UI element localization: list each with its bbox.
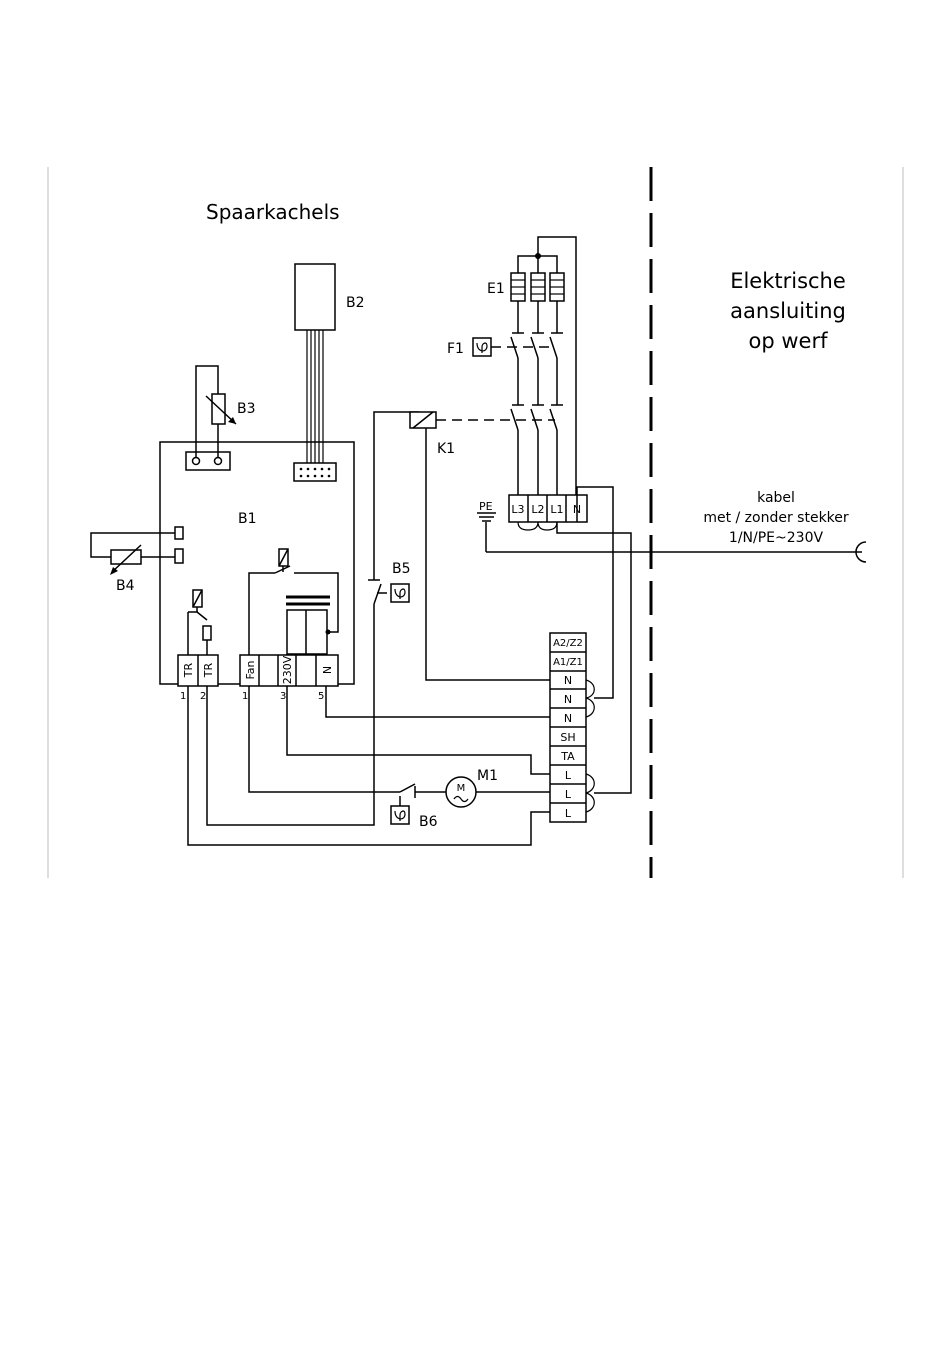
- mains-terminal-l3: L3: [511, 503, 524, 516]
- terminal-label-n: N: [321, 666, 334, 674]
- label-b5: B5: [392, 561, 411, 577]
- side-heading-line-1: Elektrische: [730, 269, 846, 293]
- diagram-title: Spaarkachels: [206, 200, 340, 224]
- strip-terminal-ta: TA: [560, 750, 575, 763]
- label-b4: B4: [116, 578, 135, 594]
- strip-terminal-n-2: N: [564, 693, 572, 706]
- sensor-b3-resistor: [212, 394, 225, 424]
- tr-relay-resistor: [203, 626, 211, 640]
- strip-terminal-n-3: N: [564, 712, 572, 725]
- strip-terminal-l-3: L: [565, 807, 572, 820]
- terminal-number-fan: 1: [242, 691, 248, 702]
- side-heading-line-2: aansluiting: [730, 299, 846, 323]
- sensor-b4-pin-bottom: [175, 549, 183, 563]
- terminal-label-fan: Fan: [244, 660, 257, 679]
- mains-terminal-l1: L1: [550, 503, 563, 516]
- heating-element-3: [550, 273, 564, 301]
- label-b3: B3: [237, 401, 256, 417]
- terminal-strip: A2/Z2 A1/Z1 N N N SH TA L L L: [550, 633, 594, 822]
- heating-element-1: [511, 273, 525, 301]
- strip-terminal-n-1: N: [564, 674, 572, 687]
- strip-terminal-l-1: L: [565, 769, 572, 782]
- mains-terminal-block: L3 L2 L1 N: [509, 495, 587, 530]
- phase-lines: [511, 301, 563, 495]
- sensor-b4-resistor: [111, 550, 141, 564]
- display-unit-outline: [295, 264, 335, 330]
- sensor-b4-pin-top: [175, 527, 183, 539]
- terminal-number-2: 2: [200, 691, 206, 702]
- controller-terminals: TR TR Fan 230V N 1 2 1 3 5: [178, 655, 338, 702]
- strip-terminal-l-2: L: [565, 788, 572, 801]
- label-k1: K1: [437, 441, 455, 457]
- protective-earth: PE: [477, 500, 496, 552]
- label-b2: B2: [346, 295, 365, 311]
- motor-m-glyph: M: [457, 783, 466, 794]
- strip-terminal-a2-z2: A2/Z2: [553, 638, 583, 649]
- transformer-winding: [287, 610, 327, 654]
- display-connector: [294, 463, 336, 481]
- label-pe: PE: [479, 500, 493, 513]
- label-m1: M1: [477, 768, 498, 784]
- side-heading-line-3: op werf: [749, 329, 829, 353]
- terminal-number-3: 3: [280, 691, 286, 702]
- terminal-number-5: 5: [318, 691, 324, 702]
- cable-label-line-1: kabel: [757, 490, 795, 506]
- heating-element-2: [531, 273, 545, 301]
- strip-terminal-a1-z1: A1/Z1: [553, 657, 583, 668]
- cable-label-line-2: met / zonder stekker: [703, 510, 849, 526]
- fan-motor-m1: M M1: [446, 768, 498, 807]
- contactor-k1: K1: [374, 412, 555, 680]
- terminal-label-tr-1: TR: [182, 662, 195, 678]
- terminal-label-230v: 230V: [281, 655, 294, 684]
- label-e1: E1: [487, 281, 505, 297]
- label-b6: B6: [419, 814, 438, 830]
- cable-label-line-3: 1/N/PE~230V: [729, 530, 824, 546]
- safety-thermostat-f1: F1: [447, 338, 555, 357]
- heating-elements-e1: E1: [487, 237, 576, 495]
- strip-terminal-sh: SH: [560, 731, 575, 744]
- thermostat-b5: B5: [377, 561, 411, 602]
- terminal-number-1: 1: [180, 691, 186, 702]
- label-b1: B1: [238, 511, 257, 527]
- terminal-label-tr-2: TR: [202, 662, 215, 678]
- label-f1: F1: [447, 341, 464, 357]
- thermostat-b6: B6: [391, 796, 438, 830]
- mains-terminal-l2: L2: [531, 503, 544, 516]
